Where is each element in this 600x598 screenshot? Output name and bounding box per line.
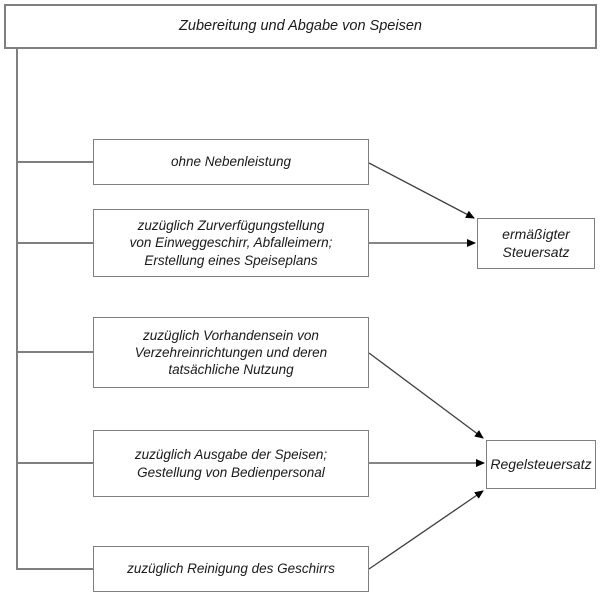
node-ausgabe-der-speisen: zuzüglich Ausgabe der Speisen; Gestellun… <box>93 430 369 497</box>
node-ohne-nebenleistung: ohne Nebenleistung <box>93 139 369 185</box>
node-reinigung-des-geschirrs: zuzüglich Reinigung des Geschirrs <box>93 546 369 592</box>
trunk-and-stubs <box>16 49 93 570</box>
node-zurverfuegungstellung: zuzüglich Zurverfügungstellung von Einwe… <box>93 209 369 277</box>
node-ermaessigter-steuersatz: ermäßigter Steuersatz <box>477 218 595 269</box>
node-title: Zubereitung und Abgabe von Speisen <box>4 4 597 49</box>
node-verzehreinrichtungen: zuzüglich Vorhandensein von Verzehreinri… <box>93 317 369 388</box>
arrow-verzehreinrichtungen-to-regelsteuersatz <box>368 352 484 439</box>
arrow-reinigung-des-geschirrs-to-regelsteuersatz <box>368 490 484 570</box>
arrow-ohne-nebenleistung-to-ermaessigter <box>368 162 475 219</box>
node-regelsteuersatz: Regelsteuersatz <box>486 440 596 489</box>
